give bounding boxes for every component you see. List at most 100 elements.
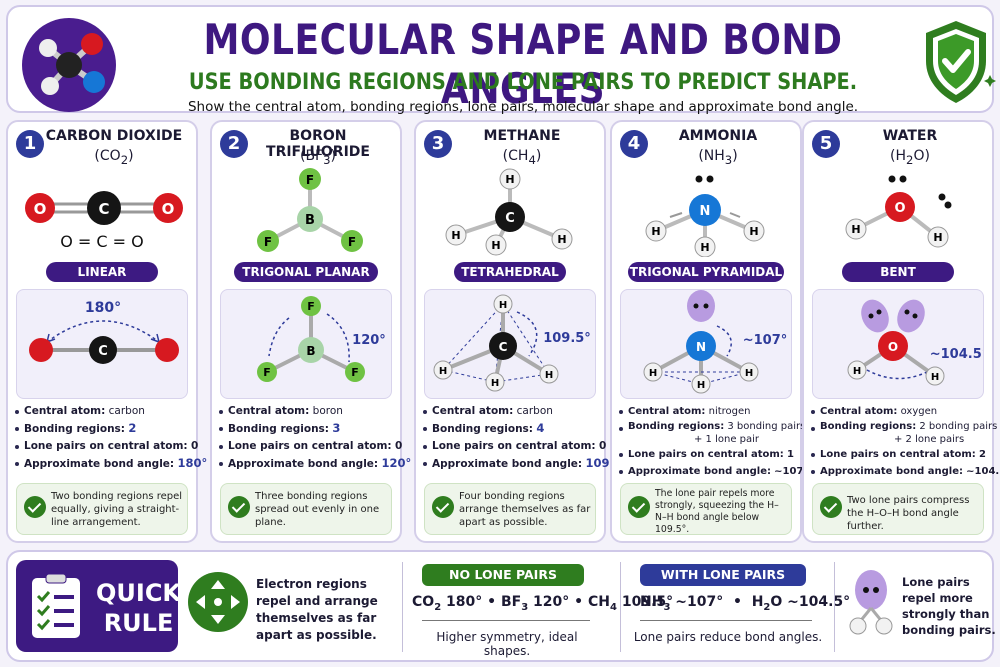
card-ammonia: 4 AMMONIA (NH3) H H H N TRIGONAL PYRAMID…: [610, 120, 808, 543]
compound-name: AMMONIA: [678, 128, 758, 144]
fact-central: Central atom: boron: [218, 403, 396, 420]
svg-text:H: H: [651, 225, 660, 238]
svg-text:C: C: [98, 344, 108, 359]
svg-text:H: H: [749, 225, 758, 238]
no-lone-pairs-caption: Higher symmetry, ideal shapes.: [436, 630, 578, 658]
svg-text:H: H: [851, 223, 860, 236]
ch4-3d-model: H H H H C: [445, 168, 573, 256]
lewis-formula: O = C = O: [60, 232, 144, 251]
bond-angle-diagram: C 180°: [16, 289, 188, 399]
compound-name: BORON TRIFLUORIDE: [266, 128, 370, 160]
fact-angle: Approximate bond angle: 120°: [218, 455, 411, 473]
svg-text:H: H: [545, 370, 553, 381]
with-lone-pairs-caption: Lone pairs reduce bond angles.: [633, 630, 823, 644]
note-text: Two lone pairs compress the H–O–H bond a…: [847, 495, 970, 532]
expand-arrows-icon: [188, 572, 248, 632]
facts-list: Central atom: carbon Bonding regions: 4 …: [422, 403, 628, 473]
angle-label: 180°: [85, 300, 121, 316]
svg-text:F: F: [306, 173, 314, 187]
facts-list: Central atom: nitrogen Bonding regions: …: [618, 403, 808, 480]
compound-formula: (H2O): [890, 148, 930, 167]
svg-text:F: F: [348, 235, 356, 249]
card-number: 1: [16, 130, 44, 158]
compound-name: WATER: [882, 128, 938, 144]
facts-list: Central atom: boron Bonding regions: 3 L…: [218, 403, 411, 473]
card-number: 5: [812, 130, 840, 158]
fact-angle: Approximate bond angle: 109.5°: [422, 455, 628, 473]
explanation-note: Three bonding regions spread out evenly …: [220, 483, 392, 535]
card-methane: 3 METHANE (CH4) H H H H C TETRAHEDRAL: [414, 120, 628, 543]
lone-pair-orbital-icon: [849, 570, 893, 635]
bond-angle-diagram: F F F B 120°: [220, 289, 392, 399]
bond-angle-diagram: H H O ~104.5°: [812, 289, 984, 399]
svg-text:H: H: [931, 372, 939, 383]
svg-text:N: N: [700, 204, 711, 219]
bond-angle-diagram: H H H H C 109.5°: [424, 289, 596, 399]
svg-text:H: H: [491, 239, 500, 252]
svg-text:F: F: [263, 366, 271, 379]
fact-bonding: Bonding regions: 3: [218, 420, 396, 438]
rule-text: Electron regions repel and arrange thems…: [256, 577, 378, 642]
card-number: 4: [620, 130, 648, 158]
compound-formula: (CH4): [502, 148, 542, 167]
with-lone-pairs-label: WITH LONE PAIRS: [640, 564, 806, 586]
svg-text:H: H: [439, 366, 447, 377]
check-icon: [628, 496, 650, 518]
check-icon: [228, 496, 250, 518]
note-text: The lone pair repels more strongly, sque…: [655, 488, 779, 535]
card-number: 3: [424, 130, 452, 158]
fact-bonding: Bonding regions: 2 bonding pairs+ 2 lone…: [810, 420, 997, 446]
check-icon: [820, 496, 842, 518]
molecule-icon: [22, 18, 116, 112]
angle-label: 109.5°: [543, 331, 591, 346]
svg-text:F: F: [264, 235, 272, 249]
svg-text:F: F: [351, 366, 359, 379]
fact-lone: Lone pairs on central atom: 0: [422, 438, 606, 455]
fact-bonding: Bonding regions: 4: [422, 420, 600, 438]
svg-text:H: H: [700, 241, 709, 254]
svg-text:O: O: [894, 201, 905, 216]
fact-central: Central atom: oxygen: [810, 403, 988, 420]
header-banner: MOLECULAR SHAPE AND BOND ANGLES USE BOND…: [6, 5, 996, 115]
shape-label: LINEAR: [46, 262, 158, 282]
fact-lone: Lone pairs on central atom: 0: [218, 438, 402, 455]
atom-label: C: [98, 200, 109, 218]
fact-angle: Approximate bond angle: ~104.5°: [810, 463, 1000, 480]
fact-central: Central atom: carbon: [422, 403, 600, 420]
svg-text:H: H: [451, 229, 460, 242]
note-text: Three bonding regions spread out evenly …: [255, 491, 380, 528]
lone-pair-text: Lone pairs repel more strongly than bond…: [902, 575, 996, 637]
bf3-3d-model: F F F B: [257, 168, 363, 252]
with-lone-pairs-angles: NH3 ~107° • H2O ~104.5°: [640, 594, 851, 613]
svg-text:C: C: [499, 340, 508, 354]
explanation-note: Two bonding regions repel equally, givin…: [16, 483, 188, 535]
no-lone-pairs-label: NO LONE PAIRS: [422, 564, 584, 586]
no-lone-pairs-angles: CO2 180° • BF3 120° • CH4 109.5°: [412, 594, 674, 613]
fact-lone: Lone pairs on central atom: 1: [618, 446, 796, 463]
compound-formula: (CO2): [94, 148, 134, 167]
svg-text:H: H: [491, 378, 499, 389]
fact-angle: Approximate bond angle: 180°: [14, 455, 207, 473]
co2-3d-model: O C O O = C = O: [25, 191, 183, 251]
svg-text:O: O: [888, 340, 898, 354]
fact-lone: Lone pairs on central atom: 0: [14, 438, 198, 455]
page-description: Show the central atom, bonding regions, …: [187, 99, 859, 115]
angle-label: 120°: [352, 333, 386, 348]
atom-label: O: [162, 200, 175, 218]
compound-name: METHANE: [483, 128, 561, 144]
svg-text:H: H: [557, 233, 566, 246]
note-text: Two bonding regions repel equally, givin…: [51, 491, 183, 528]
svg-text:H: H: [933, 231, 942, 244]
fact-bonding: Bonding regions: 3 bonding pairs+ 1 lone…: [618, 420, 805, 446]
compound-formula: (NH3): [698, 148, 738, 167]
card-carbon-dioxide: 1 CARBON DIOXIDE (CO2) O C O O = C = O L…: [6, 120, 207, 543]
svg-text:B: B: [305, 213, 315, 228]
svg-text:C: C: [505, 211, 515, 226]
bond-angle-diagram: H H H N ~107°: [620, 289, 792, 399]
shape-label: BENT: [842, 262, 954, 282]
h2o-3d-model: H H O: [845, 175, 952, 248]
angle-label: ~104.5°: [930, 347, 984, 362]
